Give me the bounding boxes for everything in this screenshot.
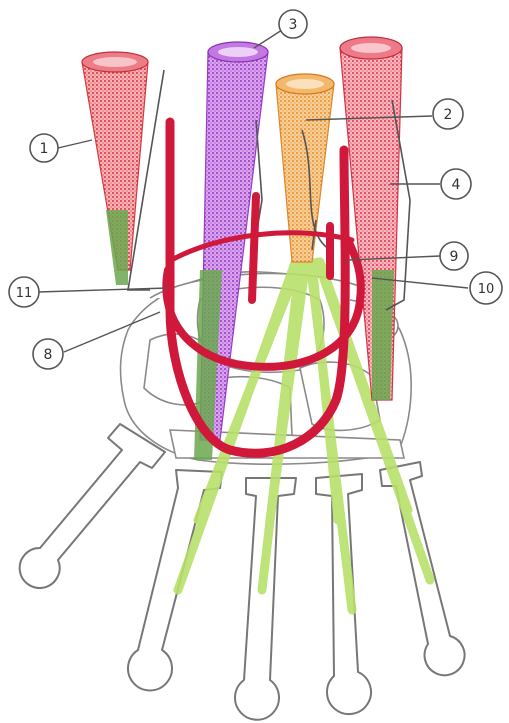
svg-text:4: 4 <box>452 177 461 193</box>
svg-text:9: 9 <box>450 249 459 265</box>
callout-10: 10 <box>470 272 502 304</box>
callout-8: 8 <box>33 339 63 369</box>
svg-text:3: 3 <box>289 17 298 33</box>
svg-text:1: 1 <box>40 141 49 157</box>
svg-text:8: 8 <box>44 347 53 363</box>
muscle-1 <box>82 52 148 285</box>
upper-band <box>168 233 352 262</box>
callout-4: 4 <box>441 169 471 199</box>
callout-11: 11 <box>9 277 39 307</box>
middle-finger-bone <box>235 478 296 720</box>
callout-1: 1 <box>30 134 58 162</box>
svg-text:11: 11 <box>16 286 33 301</box>
svg-text:2: 2 <box>444 107 453 123</box>
left-short-strap <box>252 196 256 300</box>
callout-2: 2 <box>433 99 463 129</box>
thumb-bone <box>20 424 165 588</box>
callout-3: 3 <box>279 10 307 38</box>
svg-text:10: 10 <box>478 282 495 297</box>
callout-9: 9 <box>440 242 468 270</box>
